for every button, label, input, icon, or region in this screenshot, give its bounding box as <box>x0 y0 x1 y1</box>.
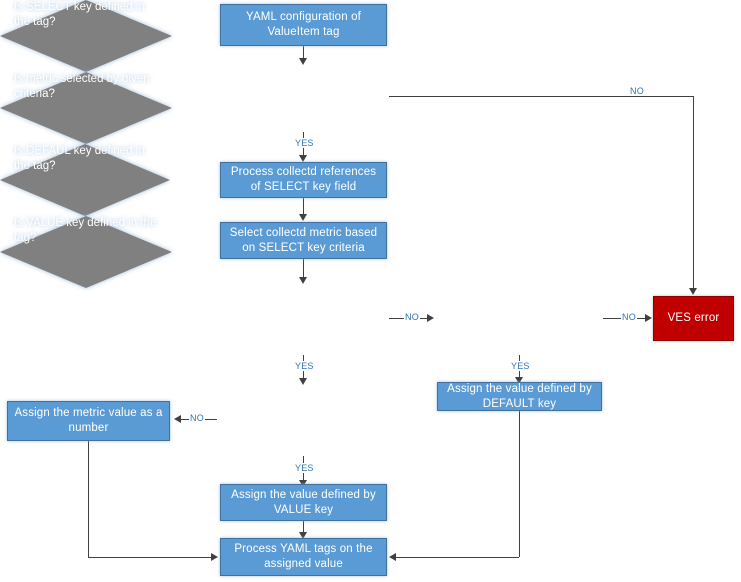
arrowhead-assign-value <box>299 480 307 487</box>
arrowhead-yaml-tags-right <box>389 553 396 561</box>
edge-label-defaul-yes: YES <box>510 361 531 371</box>
node-select-metric[interactable]: Select collectd metric based on SELECT k… <box>220 222 387 259</box>
node-assign-default[interactable]: Assign the value defined by DEFAULT key <box>437 382 602 411</box>
arrowhead-select-metric <box>299 214 307 221</box>
arrowhead-assign-default <box>515 377 523 384</box>
arrowhead-yaml-tags-top <box>299 532 307 539</box>
edge-label-value-yes: YES <box>294 463 315 473</box>
edge-default-to-yaml <box>396 557 519 558</box>
arrowhead-select-decision <box>299 58 307 65</box>
edge-value-to-yaml <box>303 521 304 536</box>
node-defaul-key-decision-label: Is DEFAUL key defined in the tag? <box>14 145 145 172</box>
node-select-key-decision-label: Is SELECT key defined in the tag? <box>14 1 145 28</box>
node-process-references[interactable]: Process collectd references of SELECT ke… <box>220 162 387 198</box>
node-defaul-key-decision[interactable]: Is DEFAUL key defined in the tag? <box>0 144 170 216</box>
edge-select-no-vertical <box>693 96 694 290</box>
arrowhead-yaml-tags-left <box>211 553 218 561</box>
node-start[interactable]: YAML configuration of ValueItem tag <box>220 4 387 46</box>
arrowhead-metric-decision <box>299 277 307 284</box>
edge-start-to-select <box>303 46 304 60</box>
edge-label-defaul-no: NO <box>621 312 637 322</box>
node-assign-metric-number[interactable]: Assign the metric value as a number <box>7 401 170 441</box>
node-process-yaml-tags[interactable]: Process YAML tags on the assigned value <box>220 538 387 576</box>
edge-default-down <box>519 411 520 557</box>
edge-label-metric-yes: YES <box>294 361 315 371</box>
edge-metric-number-down <box>88 441 89 557</box>
node-ves-error[interactable]: VES error <box>653 296 734 341</box>
edge-label-select-yes: YES <box>294 138 315 148</box>
arrowhead-value-decision <box>299 378 307 385</box>
edge-select-no-horizontal <box>389 96 693 97</box>
edge-label-value-no: NO <box>189 413 205 423</box>
node-metric-selected-decision[interactable]: Is metric selected by given criteria? <box>0 72 172 144</box>
arrowhead-ves-error-left <box>645 314 652 322</box>
edge-label-select-no: NO <box>629 86 645 96</box>
node-metric-selected-decision-label: Is metric selected by given criteria? <box>14 73 150 100</box>
edge-metric-to-decision <box>303 259 304 281</box>
node-select-key-decision[interactable]: Is SELECT key defined in the tag? <box>0 0 172 72</box>
edge-references-to-metric <box>303 198 304 218</box>
arrowhead-assign-metric-number <box>174 415 181 423</box>
arrowhead-process-references <box>299 155 307 162</box>
arrowhead-defaul-decision-left <box>427 314 434 322</box>
arrowhead-ves-error-top <box>689 288 697 295</box>
node-value-key-decision-label: Is VALUE key defined in the tag? <box>14 217 157 244</box>
node-value-key-decision[interactable]: Is VALUE key defined in the tag? <box>0 216 172 288</box>
edge-label-metric-no: NO <box>404 312 420 322</box>
edge-metric-number-to-yaml <box>88 557 212 558</box>
node-assign-value[interactable]: Assign the value defined by VALUE key <box>220 484 387 521</box>
